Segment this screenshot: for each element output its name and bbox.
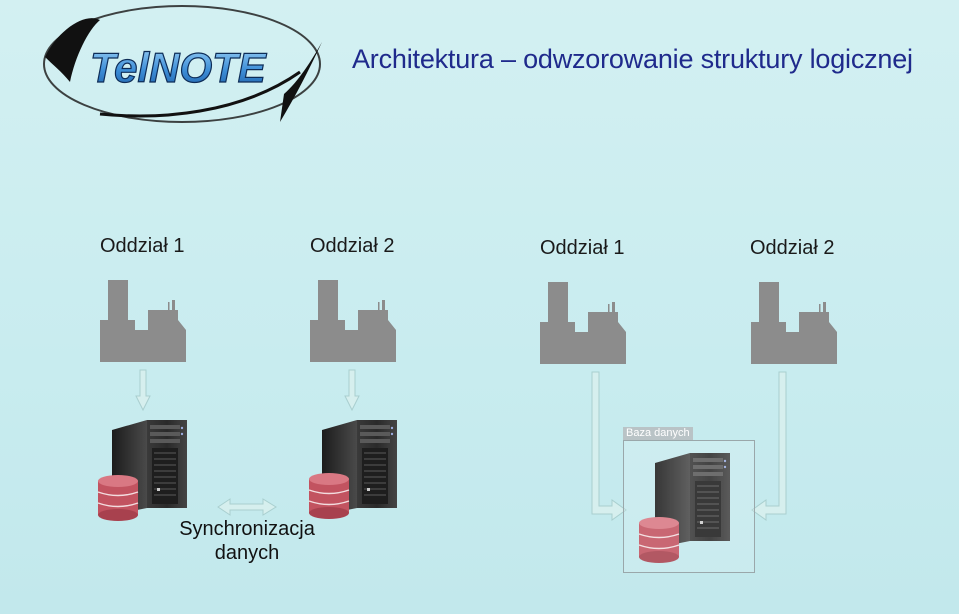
left-branch-1-label: Oddział 1 bbox=[100, 235, 185, 257]
right-branch-2-arrow-icon bbox=[751, 371, 787, 521]
right-branch-2-label: Oddział 2 bbox=[750, 237, 835, 259]
sync-label-line1: Synchronizacja bbox=[179, 518, 315, 540]
logo-text: TelNOTE bbox=[90, 44, 268, 91]
left-branch-2-arrow-icon bbox=[344, 369, 360, 412]
right-branch-1-label: Oddział 1 bbox=[540, 237, 625, 259]
right-branch-1-arrow-icon bbox=[591, 371, 627, 521]
left-branch-1-building-icon bbox=[100, 280, 186, 362]
logo-swoosh-graphic: TelNOTE bbox=[43, 5, 322, 123]
left-branch-1-arrow-icon bbox=[135, 369, 151, 412]
right-branch-1-building-icon bbox=[540, 282, 626, 364]
sync-double-arrow-icon bbox=[217, 498, 277, 516]
database-frame bbox=[623, 440, 755, 573]
page-title: Architektura – odwzorowanie struktury lo… bbox=[352, 44, 913, 74]
left-db-1-icon bbox=[97, 474, 139, 522]
right-branch-2-building-icon bbox=[751, 282, 837, 364]
database-badge: Baza danych bbox=[623, 427, 693, 440]
left-branch-2-label: Oddział 2 bbox=[310, 235, 395, 257]
left-branch-2-building-icon bbox=[310, 280, 396, 362]
sync-label: Synchronizacja danych bbox=[147, 517, 347, 565]
logo: TelNOTE bbox=[40, 2, 325, 127]
left-db-2-icon bbox=[308, 472, 350, 520]
sync-label-line2: danych bbox=[214, 542, 280, 564]
